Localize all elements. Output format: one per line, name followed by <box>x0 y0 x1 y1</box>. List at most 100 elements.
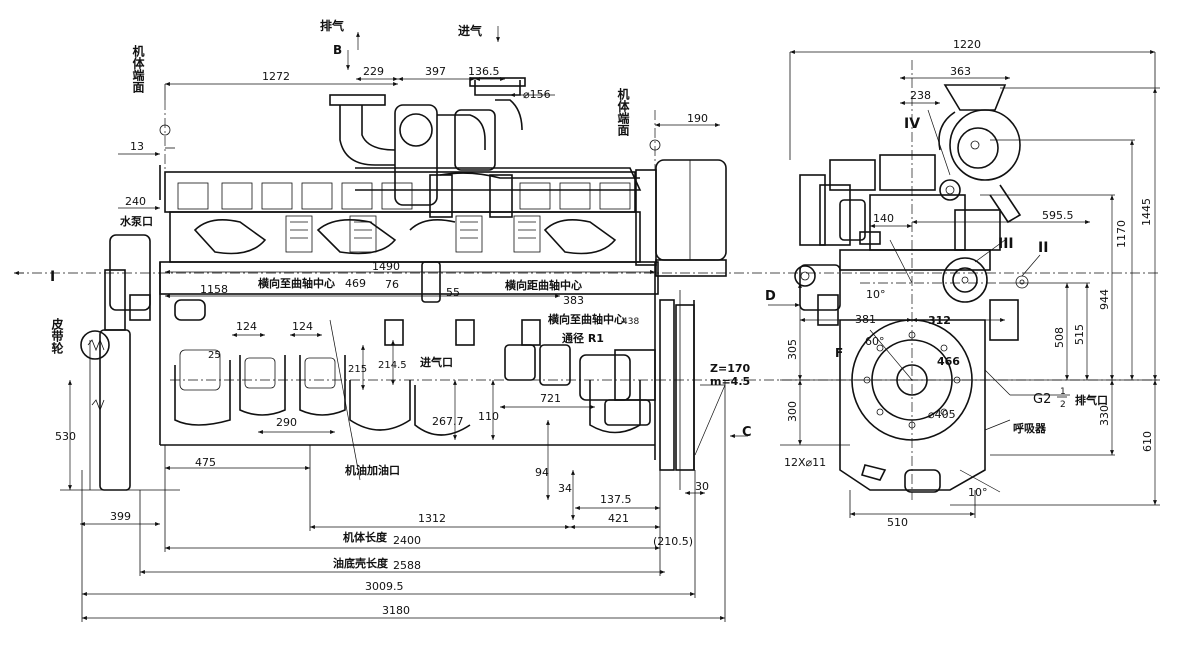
dim-34: 34 <box>558 482 572 495</box>
dim-140: 140 <box>873 212 894 225</box>
dim-300: 300 <box>786 401 799 422</box>
side-turbocharger <box>938 84 1022 224</box>
front-view: 排气 B 进气 水泵口 I 横向至曲轴中心 横向距曲轴中心 横向至曲轴中心 通径… <box>14 18 1160 622</box>
dim-137-5: 137.5 <box>600 493 632 506</box>
turbocharger-assembly <box>329 77 642 218</box>
side-view-labels: D F IV III II G2 1 2 排气口 呼吸器 12X⌀11 <box>765 116 1108 469</box>
label-section-i: I <box>50 269 55 285</box>
dim-215: 215 <box>348 364 367 375</box>
label-intake-port: 进气口 <box>420 355 453 369</box>
dim-13: 13 <box>130 140 144 153</box>
label-water-pump-inlet: 水泵口 <box>120 214 153 228</box>
dim-dia-156: ⌀156 <box>523 88 551 101</box>
dim-363: 363 <box>950 65 971 78</box>
dim-399: 399 <box>110 510 131 523</box>
dim-290: 290 <box>276 416 297 429</box>
dim-110: 110 <box>478 410 499 423</box>
dim-381: 381 <box>855 313 876 326</box>
label-exhaust: 排气 <box>320 18 344 33</box>
dim-55: 55 <box>446 286 460 299</box>
label-body-length: 机体长度 <box>343 530 388 544</box>
dim-267-7: 267.7 <box>432 415 464 428</box>
center-fittings <box>384 261 656 426</box>
dim-10-top: 10° <box>866 288 886 301</box>
dim-60: 60° <box>865 335 885 348</box>
side-dimension-lines <box>768 50 1160 518</box>
dim-510: 510 <box>887 516 908 529</box>
dim-397: 397 <box>425 65 446 78</box>
aftercooler-housing <box>635 159 727 277</box>
dim-515: 515 <box>1073 324 1086 345</box>
label-lateral-438: 横向至曲轴中心 <box>548 312 625 326</box>
side-view: D F IV III II G2 1 2 排气口 呼吸器 12X⌀11 1220… <box>765 38 1160 529</box>
label-roman-ii: II <box>1038 240 1048 256</box>
label-oil-filler: 机油加油口 <box>345 463 400 477</box>
label-bore-r1: 通径 R1 <box>562 331 604 345</box>
label-g2: G2 <box>1033 392 1051 407</box>
dim-721: 721 <box>540 392 561 405</box>
dim-76: 76 <box>385 278 399 291</box>
label-pulley: 皮带轮 <box>50 317 64 355</box>
dim-10-bottom: 10° <box>968 486 988 499</box>
dim-383: 383 <box>563 294 584 307</box>
label-gear-m: m=4.5 <box>710 375 750 388</box>
dim-2588: 2588 <box>393 559 421 572</box>
label-g2-num: 1 <box>1060 387 1066 397</box>
dim-1312: 1312 <box>418 512 446 525</box>
dim-475: 475 <box>195 456 216 469</box>
dim-1445: 1445 <box>1140 198 1153 226</box>
label-roman-iii: III <box>998 236 1014 252</box>
dim-229: 229 <box>363 65 384 78</box>
dim-136-5: 136.5 <box>468 65 500 78</box>
dim-312: 312 <box>928 314 951 327</box>
dim-330: 330 <box>1098 405 1111 426</box>
dim-dia-405: ⌀405 <box>928 408 956 421</box>
side-flywheel-housing <box>839 319 986 493</box>
dim-1158: 1158 <box>200 283 228 296</box>
dim-508: 508 <box>1053 327 1066 348</box>
label-lateral-469: 横向至曲轴中心 <box>258 276 335 290</box>
dim-610: 610 <box>1141 431 1154 452</box>
label-lateral-383: 横向距曲轴中心 <box>505 278 582 292</box>
exhaust-manifold <box>169 211 641 263</box>
dim-124-b: 124 <box>292 320 313 333</box>
dim-1490: 1490 <box>372 260 400 273</box>
dim-3009-5: 3009.5 <box>365 580 404 593</box>
crankcase <box>159 261 659 460</box>
dim-190: 190 <box>687 112 708 125</box>
dim-2400: 2400 <box>393 534 421 547</box>
label-roman-iv: IV <box>904 116 920 132</box>
label-view-c: C <box>742 425 752 440</box>
label-g2-den: 2 <box>1060 400 1066 410</box>
dim-595-5: 595.5 <box>1042 209 1074 222</box>
dim-1170: 1170 <box>1115 220 1128 248</box>
dim-210-5: (210.5) <box>653 535 693 548</box>
dim-240: 240 <box>125 195 146 208</box>
dim-30: 30 <box>695 480 709 493</box>
dim-421: 421 <box>608 512 629 525</box>
side-upper-block <box>799 154 1001 271</box>
dim-469: 469 <box>345 277 366 290</box>
label-body-end-face-right: 机体端面 <box>616 87 630 137</box>
label-oil-pan-length: 油底壳长度 <box>333 556 389 570</box>
flywheel-housing <box>659 290 695 490</box>
front-view-dimensions: 1272 229 397 136.5 ⌀156 190 13 240 1490 … <box>55 65 709 617</box>
dim-1220: 1220 <box>953 38 981 51</box>
label-body-end-face-left: 机体端面 <box>131 44 145 94</box>
label-view-b: B <box>333 43 342 57</box>
front-view-labels: 排气 B 进气 水泵口 I 横向至曲轴中心 横向距曲轴中心 横向至曲轴中心 通径… <box>50 18 752 570</box>
label-intake: 进气 <box>458 23 482 38</box>
dim-305: 305 <box>786 339 799 360</box>
dim-3180: 3180 <box>382 604 410 617</box>
front-dimension-lines <box>60 77 748 622</box>
dim-466: 466 <box>937 355 960 368</box>
dim-530: 530 <box>55 430 76 443</box>
dim-944: 944 <box>1098 289 1111 310</box>
dim-214-5: 214.5 <box>378 360 407 371</box>
label-breather: 呼吸器 <box>1013 421 1047 435</box>
dim-94: 94 <box>535 466 549 479</box>
dim-25: 25 <box>208 350 221 361</box>
dim-238: 238 <box>910 89 931 102</box>
label-view-f: F <box>835 346 843 360</box>
